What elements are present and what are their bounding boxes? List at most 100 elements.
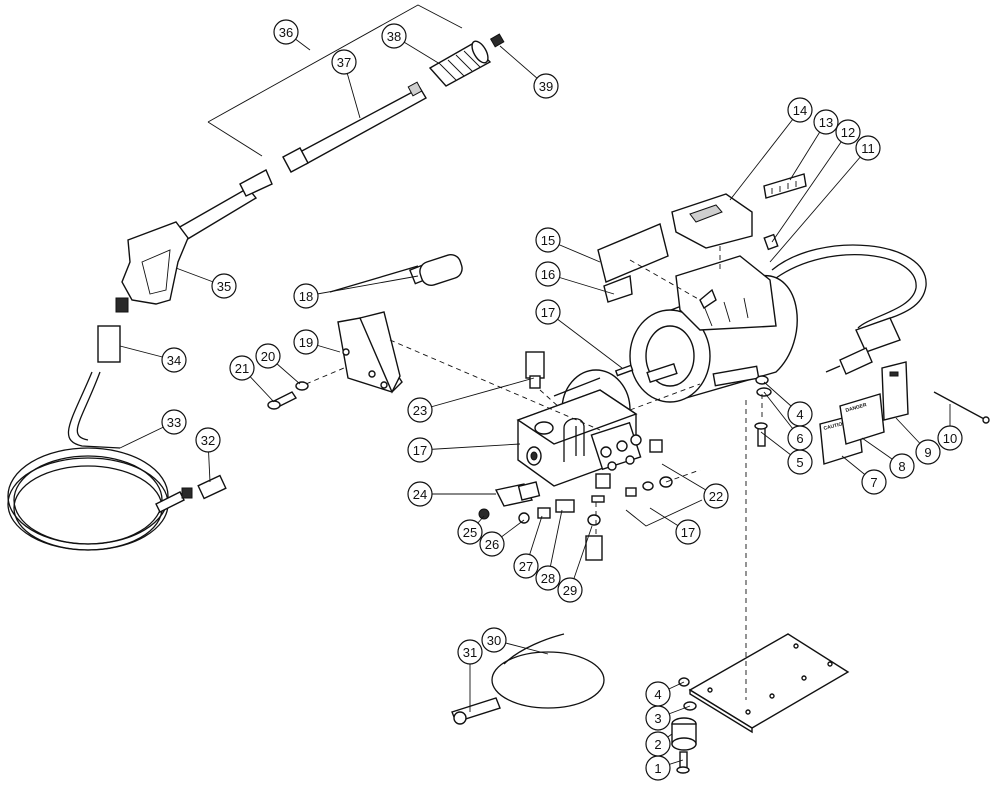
label-16 [603, 275, 633, 303]
callout-25: 25 [457, 519, 483, 545]
callout-number: 24 [413, 487, 427, 502]
callout-34: 34 [161, 347, 187, 373]
callout-circle [645, 731, 671, 757]
callout-39: 39 [533, 73, 559, 99]
callout-7: 7 [861, 469, 887, 495]
callout-2: 2 [645, 731, 671, 757]
callout-circle [211, 273, 237, 299]
tag-label-danger: DANGER [845, 402, 868, 414]
callout-circle [331, 49, 357, 75]
callout-22: 22 [703, 483, 729, 509]
leader-line-11 [769, 147, 869, 263]
bolt-1 [676, 751, 690, 774]
callout-circle [813, 109, 839, 135]
callout-circle [861, 469, 887, 495]
callout-number: 20 [261, 349, 275, 364]
callout-number: 4 [796, 407, 803, 422]
washer-20 [295, 381, 309, 391]
callout-circle [557, 577, 583, 603]
spray-nozzle-39 [428, 40, 492, 87]
callout-circle [407, 481, 433, 507]
callout-4: 4 [645, 681, 671, 707]
bolt-5 [754, 422, 768, 447]
callout-29: 29 [557, 577, 583, 603]
callout-38: 38 [381, 23, 407, 49]
callout-number: 3 [654, 711, 661, 726]
callout-1: 1 [645, 755, 671, 781]
callout-26: 26 [479, 531, 505, 557]
callout-number: 25 [463, 525, 477, 540]
callout-number: 17 [541, 305, 555, 320]
callout-circle [457, 519, 483, 545]
callout-circle [787, 97, 813, 123]
connector-29 [587, 514, 601, 526]
motor-cover-14 [671, 193, 753, 249]
callout-circle [513, 553, 539, 579]
swivel-coupler-35 [97, 325, 121, 363]
electric-motor [629, 255, 798, 403]
callout-14: 14 [787, 97, 813, 123]
callout-number: 13 [819, 115, 833, 130]
callout-circle [533, 73, 559, 99]
callout-12: 12 [835, 119, 861, 145]
callout-circle [195, 427, 221, 453]
callout-18: 18 [293, 283, 319, 309]
callout-number: 39 [539, 79, 553, 94]
callout-36: 36 [273, 19, 299, 45]
callout-number: 21 [235, 361, 249, 376]
callout-circle [835, 119, 861, 145]
callout-circle [535, 565, 561, 591]
valve-kit-17 [625, 476, 703, 527]
callout-9: 9 [915, 439, 941, 465]
callout-circle [161, 347, 187, 373]
callout-circle [889, 453, 915, 479]
callout-32: 32 [195, 427, 221, 453]
callout-number: 22 [709, 489, 723, 504]
warning-label-15 [597, 223, 669, 283]
callout-number: 10 [943, 431, 957, 446]
callout-15: 15 [535, 227, 561, 253]
callout-circle [255, 343, 281, 369]
callout-27: 27 [513, 553, 539, 579]
callout-number: 16 [541, 267, 555, 282]
callout-number: 17 [413, 443, 427, 458]
nut-4-motor [755, 375, 769, 385]
callout-number: 15 [541, 233, 555, 248]
callout-number: 35 [217, 279, 231, 294]
base-plate [688, 633, 850, 734]
tag-9 [881, 361, 909, 421]
callout-circle [703, 483, 729, 509]
callout-number: 4 [654, 687, 661, 702]
callout-17: 17 [675, 519, 701, 545]
fitting-32 [451, 697, 501, 725]
cable-tie-10 [933, 391, 990, 424]
callout-circle [855, 135, 881, 161]
callout-number: 28 [541, 571, 555, 586]
callout-28: 28 [535, 565, 561, 591]
adapter-28 [555, 499, 575, 513]
callout-24: 24 [407, 481, 433, 507]
callout-number: 26 [485, 537, 499, 552]
callout-number: 23 [413, 403, 427, 418]
callout-circle [787, 425, 813, 451]
callout-35: 35 [211, 273, 237, 299]
callout-number: 2 [654, 737, 661, 752]
callout-circle [293, 283, 319, 309]
callout-number: 27 [519, 559, 533, 574]
spray-lance-38 [282, 81, 427, 173]
unloader-23 [525, 351, 545, 389]
callout-circle [675, 519, 701, 545]
callout-number: 33 [167, 415, 181, 430]
callout-circle [535, 261, 561, 287]
pump-body-17 [516, 377, 642, 487]
callout-10: 10 [937, 425, 963, 451]
callout-23: 23 [407, 397, 433, 423]
callout-circle [481, 627, 507, 653]
callout-number: 1 [654, 761, 661, 776]
nozzle-tip-40 [489, 33, 505, 48]
rubber-foot-2 [671, 717, 697, 751]
callout-number: 8 [898, 459, 905, 474]
leader-line-18 [305, 275, 419, 297]
assembly-lines [305, 246, 763, 700]
